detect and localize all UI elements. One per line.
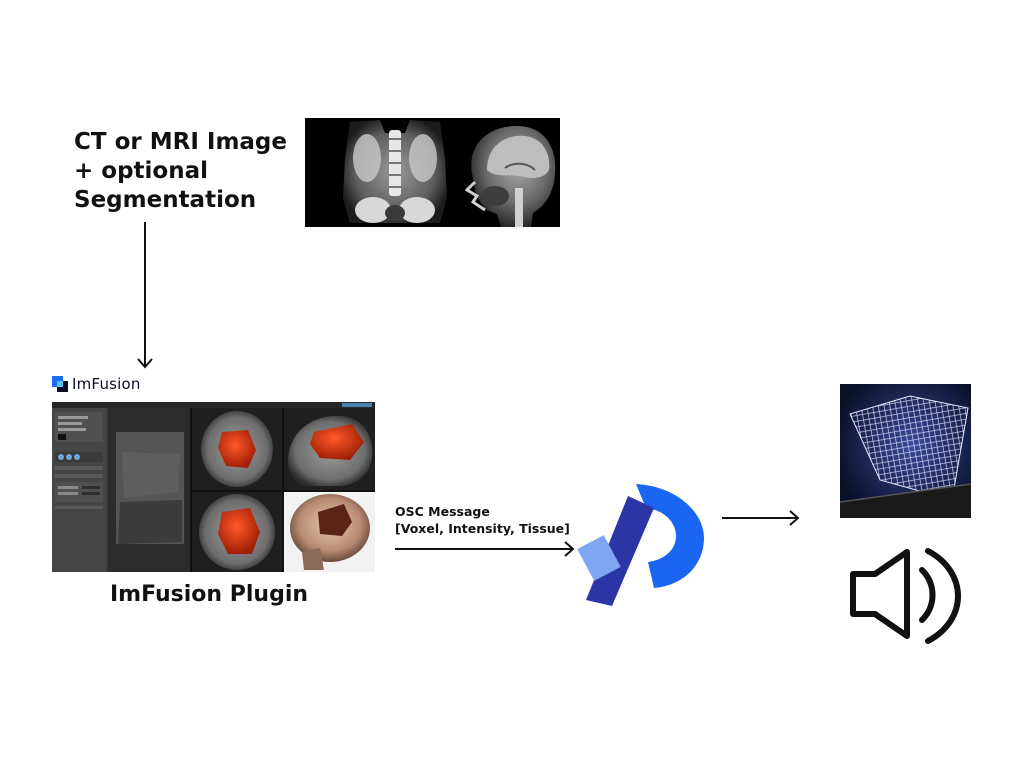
wireframe-visualization-image — [840, 384, 971, 518]
osc-label-line-1: OSC Message — [395, 504, 490, 519]
input-label-line-1: CT or MRI Image — [74, 129, 287, 155]
osc-label-line-2: [Voxel, Intensity, Tissue] — [395, 521, 570, 536]
app-screenshot-graphic — [52, 402, 375, 572]
arrow-imfusion-to-engine — [395, 541, 575, 557]
imfusion-logo-icon — [52, 376, 68, 392]
input-label-line-2: + optional — [74, 158, 209, 184]
imfusion-plugin-caption: ImFusion Plugin — [109, 582, 309, 607]
wireframe-graphic — [840, 384, 971, 518]
arrow-engine-to-output — [722, 510, 800, 526]
imfusion-app-screenshot — [52, 402, 375, 572]
osc-message-label: OSC Message [Voxel, Intensity, Tissue] — [395, 503, 570, 537]
input-label: CT or MRI Image + optional Segmentation — [74, 128, 314, 215]
imfusion-logo-text: ImFusion — [72, 375, 141, 393]
imfusion-logo: ImFusion — [52, 374, 141, 394]
audiovisual-engine-logo — [577, 484, 704, 606]
ct-mri-scan-image — [305, 118, 560, 227]
input-label-line-3: Segmentation — [74, 187, 257, 213]
speaker-icon — [850, 548, 961, 644]
arrow-input-to-imfusion — [137, 222, 153, 369]
scan-image-graphic — [343, 120, 556, 227]
